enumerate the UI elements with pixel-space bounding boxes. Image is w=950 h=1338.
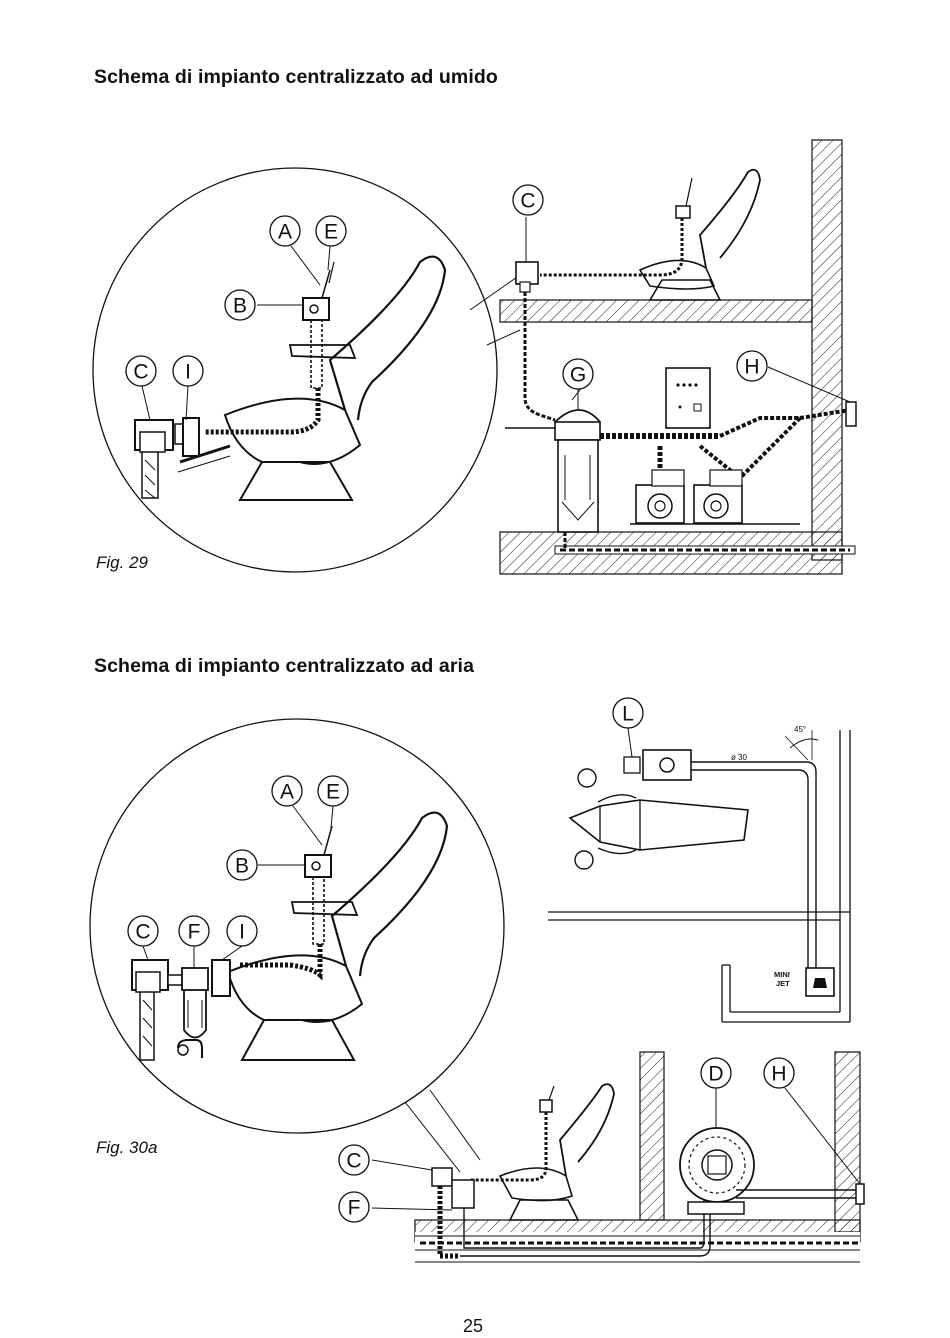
- fig29-diagram: A E B C I: [0, 0, 950, 640]
- fig30a-label-b: B: [227, 850, 257, 880]
- svg-text:C: C: [346, 1150, 361, 1173]
- fig30a-plan-view: 45° ø 30 MINI JET L: [548, 698, 850, 1022]
- svg-text:A: A: [278, 221, 292, 244]
- fig29-label-c-main: C: [513, 185, 543, 215]
- page-number: 25: [463, 1316, 483, 1337]
- fig30a-label-f-main: F: [339, 1192, 369, 1222]
- fig30a-label-h: H: [764, 1058, 794, 1088]
- svg-text:G: G: [570, 364, 586, 387]
- fig30a-diameter-text: ø 30: [731, 753, 748, 762]
- svg-text:A: A: [280, 781, 294, 804]
- fig30a-label-c-detail: C: [128, 916, 158, 946]
- fig29-label-a: A: [270, 216, 300, 246]
- fig29-label-h: H: [737, 351, 767, 381]
- svg-text:B: B: [233, 295, 247, 318]
- fig30a-label-d: D: [701, 1058, 731, 1088]
- fig29-label-e: E: [316, 216, 346, 246]
- fig29-pump-left: [636, 470, 684, 523]
- svg-text:H: H: [771, 1063, 786, 1086]
- fig30a-label-f-detail: F: [179, 916, 209, 946]
- svg-text:F: F: [348, 1197, 361, 1220]
- fig29-label-i: I: [173, 356, 203, 386]
- fig29-label-c-detail: C: [126, 356, 156, 386]
- fig29-building-scene: C G H: [500, 140, 856, 574]
- fig30a-detail-circle: A E B C F I: [90, 719, 504, 1172]
- fig30a-diagram: A E B C F I: [0, 640, 950, 1300]
- svg-text:F: F: [188, 921, 201, 944]
- svg-text:D: D: [708, 1063, 723, 1086]
- svg-text:I: I: [185, 361, 191, 384]
- fig30a-building-scene: D H C F: [339, 1052, 864, 1262]
- fig29-detail-circle: A E B C I: [93, 168, 520, 572]
- fig30a-label-c-main: C: [339, 1145, 369, 1175]
- fig29-pump-right: [694, 470, 742, 523]
- svg-text:I: I: [239, 921, 245, 944]
- svg-text:L: L: [622, 703, 634, 726]
- svg-text:E: E: [326, 781, 340, 804]
- fig30a-angle-text: 45°: [794, 725, 806, 734]
- fig29-label-g: G: [563, 359, 593, 389]
- svg-text:C: C: [135, 921, 150, 944]
- svg-text:C: C: [520, 190, 535, 213]
- svg-text:B: B: [235, 855, 249, 878]
- svg-text:H: H: [744, 356, 759, 379]
- svg-text:E: E: [324, 221, 338, 244]
- fig30a-device-name-line2: JET: [776, 979, 790, 988]
- svg-text:C: C: [133, 361, 148, 384]
- fig30a-label-l: L: [613, 698, 643, 728]
- fig30a-label-a: A: [272, 776, 302, 806]
- fig29-label-b: B: [225, 290, 255, 320]
- fig30a-label-e: E: [318, 776, 348, 806]
- fig30a-label-i: I: [227, 916, 257, 946]
- fig30a-device-name-line1: MINI: [774, 970, 790, 979]
